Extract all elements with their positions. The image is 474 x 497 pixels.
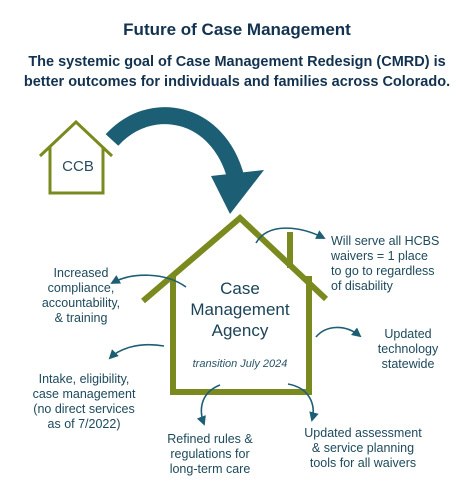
- ccb-house-icon: [38, 119, 114, 195]
- callout-hcbs-line: to go to regardless: [331, 264, 435, 278]
- ccb-label: CCB: [62, 158, 94, 175]
- callout-compliance-line: compliance,: [47, 281, 115, 295]
- callout-hcbs: Will serve all HCBS waivers = 1 place to…: [331, 234, 471, 294]
- callout-technology-line: Updated: [384, 327, 432, 341]
- callout-technology: Updated technology statewide: [358, 327, 458, 372]
- agency-line-1: Case: [220, 279, 260, 298]
- transition-date: transition July 2024: [192, 358, 288, 370]
- arrow-hcbs-icon: [255, 227, 326, 244]
- arrow-compliance-icon: [110, 274, 187, 288]
- callout-technology-line: technology: [377, 342, 439, 356]
- agency-house-icon: [141, 213, 329, 395]
- big-curved-arrow-icon: [105, 107, 264, 214]
- callout-technology-line: statewide: [381, 357, 435, 371]
- callout-intake-line: as of 7/2022): [47, 417, 121, 431]
- callout-intake: Intake, eligibility, case management (no…: [10, 372, 158, 432]
- callout-assessment-line: Updated assessment: [304, 426, 422, 440]
- callout-hcbs-line: waivers = 1 place: [331, 249, 428, 263]
- page-title: Future of Case Management: [123, 20, 351, 39]
- arrow-assessment-icon: [287, 383, 319, 422]
- callout-compliance-line: accountability,: [41, 296, 121, 310]
- agency-label: Case Management Agency: [190, 278, 290, 341]
- callout-rules-line: long-term care: [169, 462, 251, 476]
- callout-compliance-line: Increased: [53, 266, 109, 280]
- callout-rules-line: regulations for: [170, 447, 250, 461]
- callout-compliance-line: & training: [54, 311, 108, 325]
- arrow-technology-icon: [315, 326, 362, 338]
- callout-assessment-line: & service planning: [311, 441, 415, 455]
- agency-line-3: Agency: [211, 321, 269, 340]
- callout-compliance: Increased compliance, accountability, & …: [22, 266, 140, 326]
- callout-assessment: Updated assessment & service planning to…: [288, 426, 438, 471]
- callout-intake-line: Intake, eligibility,: [38, 372, 130, 386]
- callout-rules: Refined rules & regulations for long-ter…: [148, 432, 272, 477]
- callout-hcbs-line: of disability: [331, 279, 393, 293]
- arrow-intake-icon: [108, 343, 165, 360]
- arrow-rules-icon: [196, 384, 221, 426]
- callout-rules-line: Refined rules &: [167, 432, 253, 446]
- callout-intake-line: case management: [32, 387, 136, 401]
- agency-line-2: Management: [190, 300, 290, 319]
- page-subtitle: The systemic goal of Case Management Red…: [23, 54, 451, 90]
- callout-intake-line: (no direct services: [33, 402, 135, 416]
- callout-hcbs-line: Will serve all HCBS: [331, 234, 440, 248]
- callout-assessment-line: tools for all waivers: [309, 456, 417, 470]
